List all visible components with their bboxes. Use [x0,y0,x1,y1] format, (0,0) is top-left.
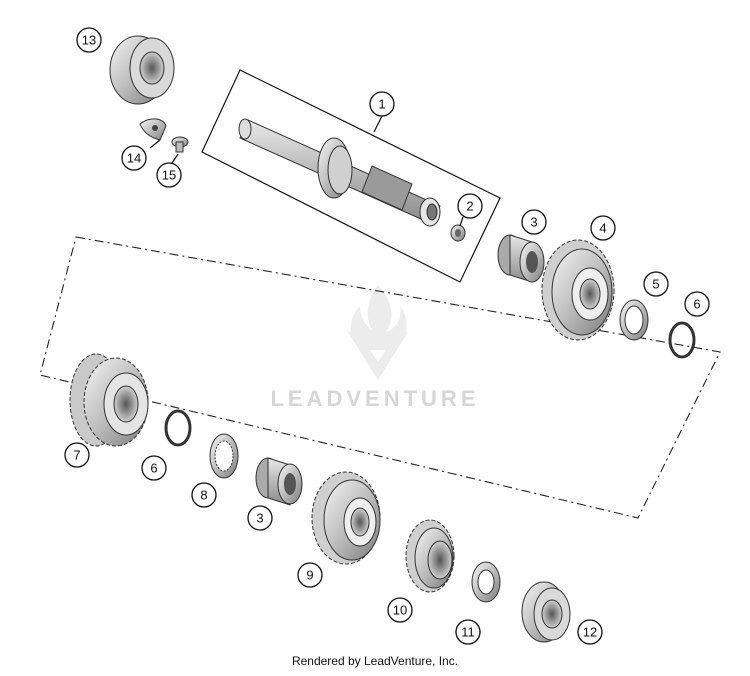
callout-13: 13 [76,27,102,53]
svg-text:1: 1 [378,97,385,112]
callout-14: 14 [121,145,147,171]
callout-10: 10 [387,597,413,623]
splined-washer-8 [209,433,239,479]
assembly-dash-line [39,236,721,519]
shaft-gear [317,137,353,199]
svg-text:14: 14 [127,151,141,166]
screw-15 [171,136,189,153]
svg-text:2: 2 [466,199,473,214]
svg-text:13: 13 [82,33,96,48]
flame-logo-icon [348,285,408,380]
callout-1: 1 [369,91,395,117]
svg-text:4: 4 [599,221,606,236]
double-gear-7 [69,353,149,447]
washer-5 [619,299,649,341]
needle-bearing-3-upper [497,234,545,283]
callout-8: 8 [191,482,217,508]
svg-text:6: 6 [693,297,700,312]
callout-3: 3 [521,209,547,235]
callout-7: 7 [64,442,90,468]
lock-plate-14 [139,118,167,141]
callout-15: 15 [156,162,182,188]
leadventure-watermark: LEADVENTURE [270,285,479,411]
svg-text:9: 9 [306,568,313,583]
svg-text:7: 7 [73,448,80,463]
callout-6: 6 [684,291,710,317]
watermark-text: LEADVENTURE [270,386,479,411]
callout-5: 5 [643,271,669,297]
bearing-12 [521,581,571,643]
svg-text:5: 5 [652,277,659,292]
callout-2: 2 [457,193,483,219]
callout-12: 12 [577,619,603,645]
circlip-6-upper [668,321,696,359]
shaft-group-box [201,69,501,283]
callout-6: 6 [141,455,167,481]
gear-10 [405,519,455,593]
svg-text:6: 6 [150,461,157,476]
washer-11 [471,561,501,603]
svg-text:8: 8 [200,488,207,503]
main-shaft-1 [238,118,441,227]
svg-text:15: 15 [162,168,176,183]
callout-9: 9 [297,562,323,588]
ring-2 [450,224,466,242]
svg-text:11: 11 [461,625,475,640]
svg-text:3: 3 [530,215,537,230]
footer-credit: Rendered by LeadVenture, Inc. [291,654,459,668]
callout-11: 11 [455,619,481,645]
gear-4 [541,239,615,341]
circlip-6-lower [164,409,192,447]
needle-bearing-3-lower [255,457,303,506]
svg-text:10: 10 [393,603,407,618]
svg-text:12: 12 [583,625,597,640]
svg-text:3: 3 [256,511,263,526]
callout-4: 4 [590,215,616,241]
bearing-13 [109,35,175,105]
leader-lines [149,115,464,227]
callout-3: 3 [247,505,273,531]
gear-9 [311,471,381,565]
